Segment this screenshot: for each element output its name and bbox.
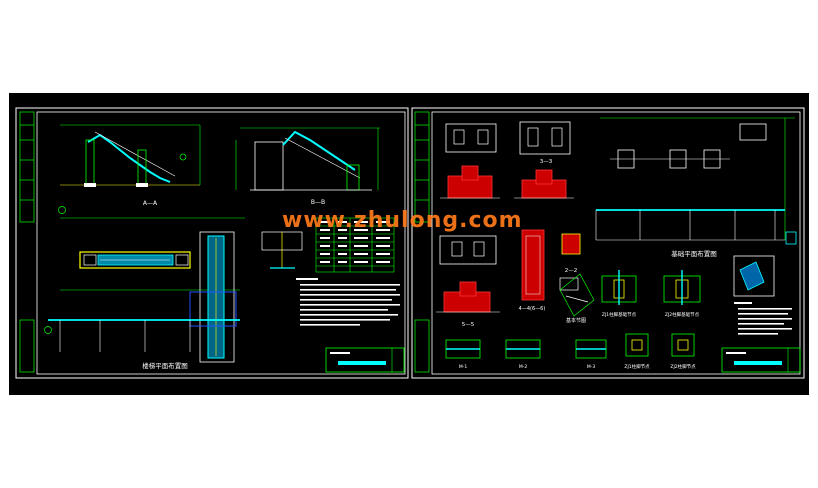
section-bb-title: B—B [311, 199, 325, 206]
stair-section-aa [60, 124, 201, 187]
base-detail-caption: 基本节图 [566, 317, 586, 324]
right-sheet: 3—3 5—5 2—2 4—4(6—6) 基本节图 [411, 107, 805, 379]
member-table-cells [320, 221, 390, 263]
foundation-pad-2 [514, 121, 574, 199]
stair-plan-title: 楼梯平面布置图 [142, 361, 188, 370]
right-title-block [721, 347, 801, 373]
section-22-title: 2—2 [565, 268, 578, 274]
zj2-foundation-caption: ZJ2柱脚基础节点 [665, 311, 700, 318]
left-sheet-frame [15, 107, 409, 379]
stair-plan [44, 206, 245, 363]
member-detail-m3 [575, 339, 607, 359]
right-notes [734, 302, 792, 335]
section-33-title: 3—3 [540, 159, 553, 165]
left-detail [261, 231, 303, 269]
zj1-node-caption: ZJ1柱脚节点 [624, 363, 650, 370]
right-sheet-frame [411, 107, 805, 379]
stair-section-bb [235, 127, 380, 191]
connection-detail [733, 255, 775, 297]
member-detail-m1 [445, 339, 481, 359]
left-title-block [325, 347, 405, 373]
member-m1-label: M-1 [459, 364, 468, 370]
foundation-plan-title: 基础平面布置图 [671, 249, 717, 258]
foundation-pad-3 [436, 235, 500, 313]
left-sheet: A—A B—B [15, 107, 409, 379]
member-table [315, 217, 395, 273]
foundation-plan [595, 117, 797, 245]
member-m3-label: M-3 [587, 364, 596, 370]
foundation-pad-1 [440, 123, 500, 199]
column-section [521, 229, 581, 301]
section-44-title: 4—4(6—6) [519, 306, 546, 312]
column-node-zj1 [625, 333, 649, 357]
member-detail-m2 [505, 339, 541, 359]
zj2-node-caption: ZJ2柱脚节点 [670, 363, 696, 370]
base-detail [559, 273, 595, 317]
zj1-foundation-caption: ZJ1柱脚基础节点 [602, 311, 637, 318]
right-side-strip [414, 111, 430, 373]
left-side-strip [19, 111, 35, 373]
drawing-background [9, 93, 809, 395]
column-node-zj2 [671, 333, 695, 357]
member-m2-label: M-2 [519, 364, 528, 370]
section-55-title: 5—5 [462, 322, 475, 328]
left-notes [296, 278, 400, 326]
column-foot-nodes [601, 270, 701, 305]
section-aa-title: A—A [143, 200, 158, 207]
